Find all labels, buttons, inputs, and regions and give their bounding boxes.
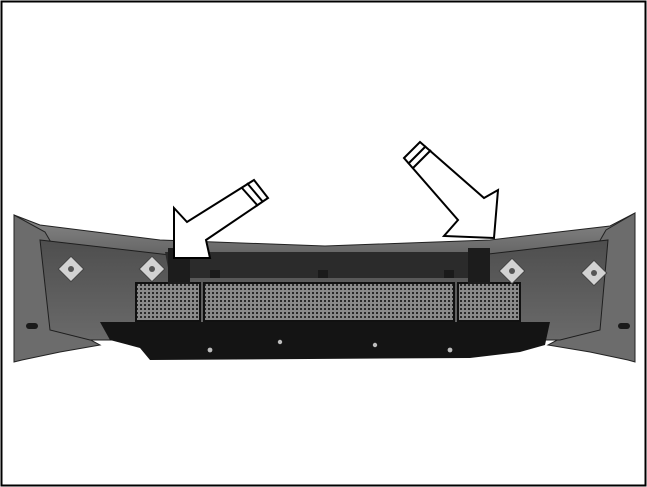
grille-center bbox=[203, 282, 455, 322]
mount-pad-1 bbox=[57, 255, 85, 283]
grille-left bbox=[135, 282, 201, 322]
right-support-post bbox=[468, 248, 490, 284]
mount-pad-4 bbox=[580, 259, 608, 287]
right-slot bbox=[618, 323, 630, 329]
bumper-inner-recess bbox=[165, 252, 485, 278]
lower-mounting-bracket bbox=[100, 322, 550, 360]
bumper-assembly bbox=[13, 212, 636, 363]
right-arrow-callout bbox=[402, 140, 500, 240]
mount-pad-3 bbox=[498, 257, 526, 285]
left-arrow-callout bbox=[173, 178, 270, 259]
left-slot bbox=[26, 323, 38, 329]
bracket-holes bbox=[207, 339, 453, 353]
mount-pad-2 bbox=[138, 255, 166, 283]
top-clips bbox=[210, 270, 454, 278]
grille-right bbox=[457, 282, 521, 322]
